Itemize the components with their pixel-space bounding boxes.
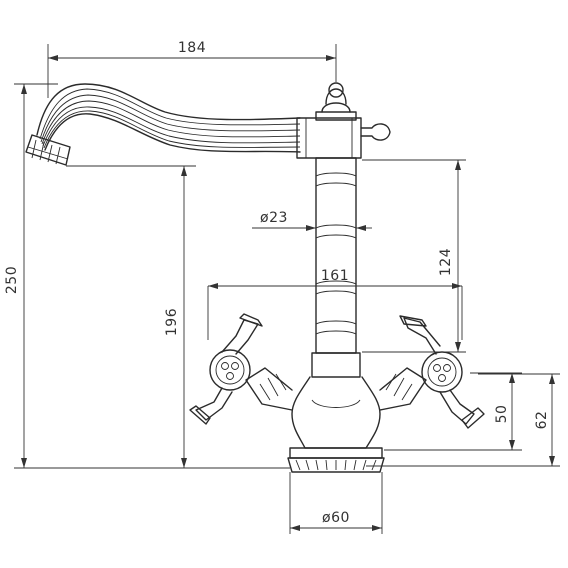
dim-label-184: 184 [178, 40, 206, 56]
dim-label-196: 196 [164, 308, 180, 336]
dimension-total-height: 250 [4, 83, 290, 469]
dimension-column-height: 124 [362, 159, 466, 353]
dimension-lines: 184 250 196 ø23 [4, 40, 560, 534]
body-base [287, 376, 385, 473]
dim-label-50: 50 [494, 405, 510, 424]
left-handle [189, 313, 293, 425]
spout [25, 83, 301, 166]
body-top [296, 82, 391, 159]
dim-label-d23: ø23 [260, 210, 288, 226]
faucet-outline [25, 82, 485, 473]
dimension-handle-height-outer: 62 [366, 373, 560, 467]
body-column [311, 157, 361, 378]
dim-label-250: 250 [4, 266, 20, 294]
dim-label-161: 161 [321, 268, 349, 284]
dim-label-124: 124 [438, 248, 454, 276]
dimension-handle-span: 161 [207, 268, 463, 340]
dimension-body-diameter: ø23 [252, 210, 372, 231]
dim-label-62: 62 [534, 411, 550, 430]
dim-label-d60: ø60 [322, 510, 350, 526]
dimension-base-diameter: ø60 [289, 472, 383, 534]
dimension-outlet-height: 196 [66, 165, 196, 468]
right-handle [379, 315, 485, 429]
dimension-spout-reach: 184 [47, 40, 337, 98]
dimension-handle-height-inner: 50 [384, 372, 522, 451]
